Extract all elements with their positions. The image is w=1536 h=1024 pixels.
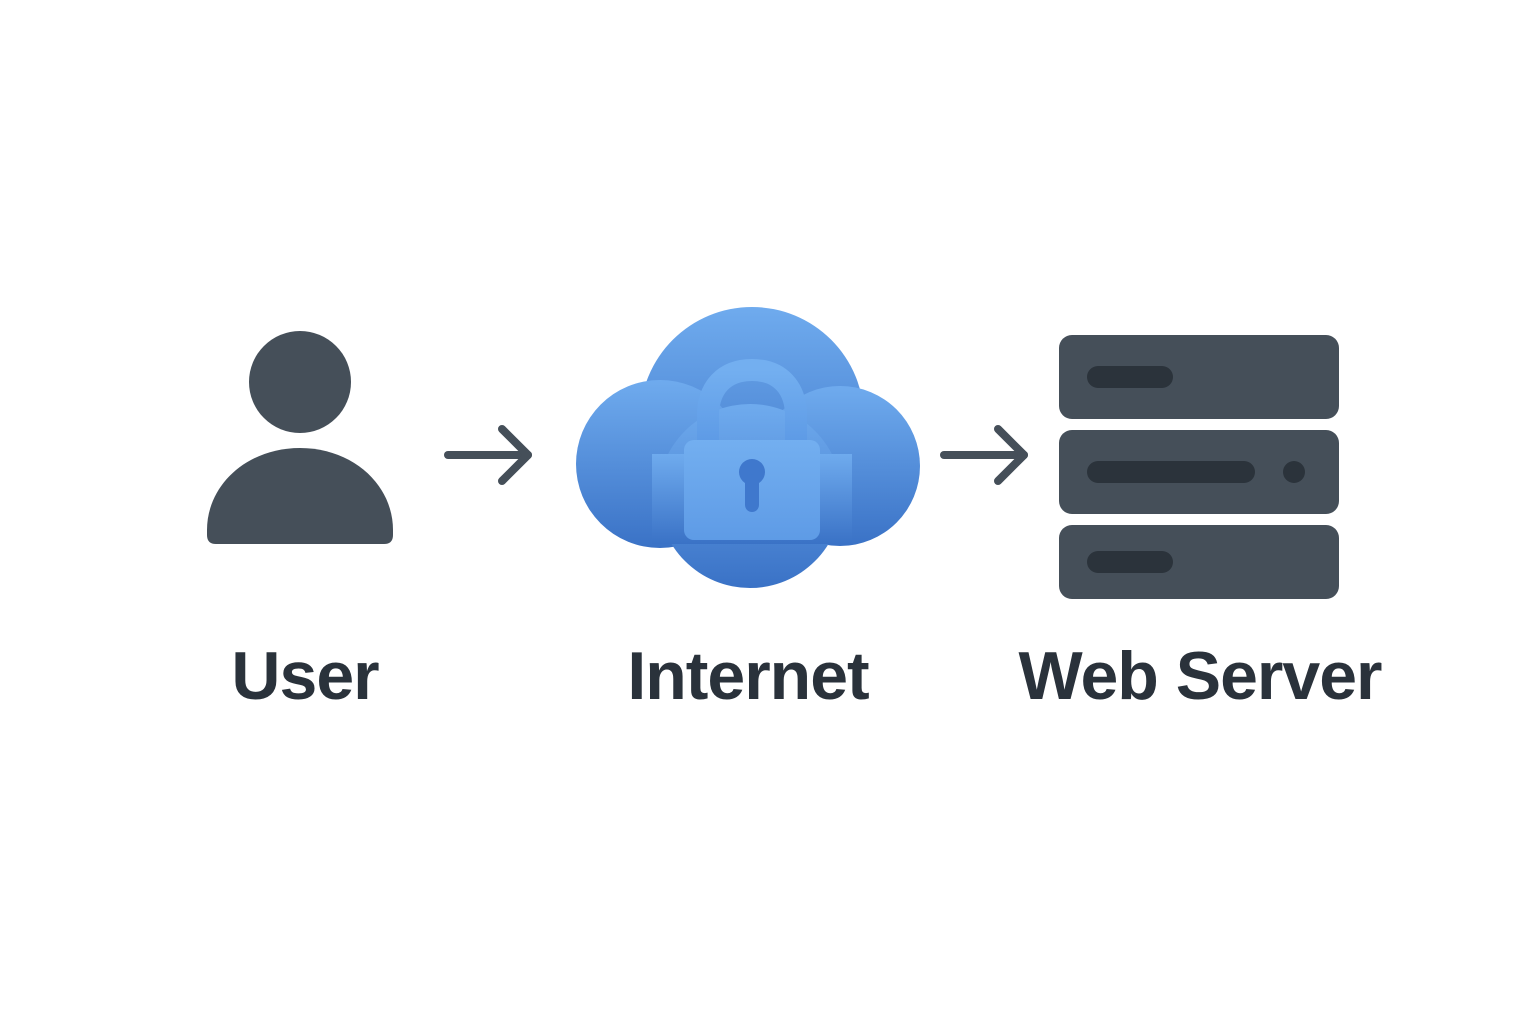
person-body [207,448,393,544]
server-stack-icon [1059,335,1339,599]
arrow-right-icon [940,425,1028,485]
internet-label: Internet [627,638,869,714]
arrow-right-icon [444,425,532,485]
cloud-lock-icon [576,307,920,588]
web-server-label: Web Server [1018,638,1383,714]
user-label: User [231,638,379,714]
person-icon [207,331,393,544]
server-unit-middle [1059,430,1339,514]
server-unit-top [1059,335,1339,419]
lock-icon [684,358,820,540]
server-unit-bottom [1059,525,1339,599]
person-head [249,331,351,433]
